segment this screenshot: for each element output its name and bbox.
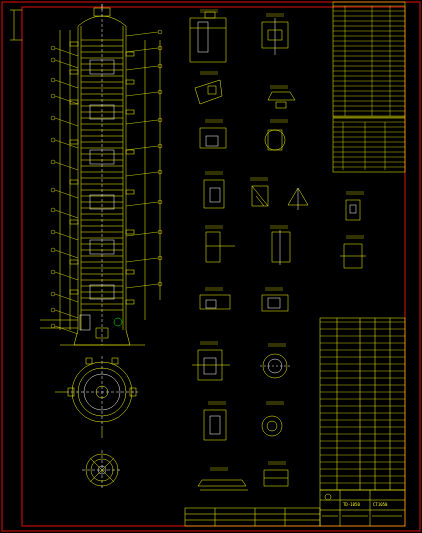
tray-section (89, 284, 115, 300)
balloon-left (50, 115, 56, 121)
leader-line-left (54, 47, 79, 57)
nozzle-left (69, 139, 79, 145)
drawing-code: TD-1050 (343, 502, 360, 507)
balloon-right (157, 29, 163, 35)
nozzle-left (69, 179, 79, 185)
bottom-plan-view (82, 450, 122, 490)
nozzle-left (69, 69, 79, 75)
balloon-left (50, 137, 56, 143)
balloon-left (50, 57, 56, 63)
leader-line-right (125, 231, 159, 237)
leader-line-left (54, 271, 79, 281)
balloon-right (157, 281, 163, 287)
balloon-right (157, 169, 163, 175)
leader-line-left (54, 293, 79, 303)
nozzle-left (69, 99, 79, 105)
nozzle-right (125, 189, 135, 195)
leader-line-left (54, 79, 79, 89)
balloon-left (50, 323, 56, 329)
balloon-left (50, 159, 56, 165)
leader-line-left (54, 209, 79, 219)
nozzle-right (125, 149, 135, 155)
leader-line-right (125, 119, 159, 125)
balloon-right (157, 199, 163, 205)
leader-line-left (54, 309, 79, 319)
tray-section (89, 239, 115, 255)
leader-line-right (125, 171, 159, 177)
nozzle-right (125, 51, 135, 57)
table-mid-rows (333, 121, 405, 170)
nozzle-left (69, 219, 79, 225)
balloon-left (50, 291, 56, 297)
nozzle-right (125, 299, 135, 305)
detail-views (189, 11, 366, 491)
balloon-left (50, 187, 56, 193)
balloon-right (157, 229, 163, 235)
leader-line-left (54, 231, 79, 241)
balloon-right (157, 143, 163, 149)
balloon-right (157, 255, 163, 261)
nozzle-rows (320, 321, 405, 484)
left-margin-marks (10, 9, 22, 41)
leader-line-left (54, 161, 79, 171)
balloon-left (50, 229, 56, 235)
detail-labels (200, 9, 364, 471)
leader-line-right (125, 283, 159, 289)
column-skirt (40, 314, 145, 346)
leader-line-left (54, 117, 79, 127)
tray-lines (81, 39, 123, 311)
bottom-label: CT1050 (373, 502, 388, 507)
balloon-right (157, 63, 163, 69)
nozzle-left (69, 289, 79, 295)
leader-line-left (54, 59, 79, 69)
balloon-right (157, 45, 163, 51)
nozzle-marks (69, 41, 135, 305)
leader-line-left (54, 139, 79, 149)
tray-section (89, 59, 115, 75)
tray-section (89, 104, 115, 120)
leader-line-right (125, 145, 159, 151)
tray-section (89, 149, 115, 165)
balloon-left (50, 207, 56, 213)
technical-table-top (332, 1, 406, 118)
balloon-left (50, 269, 56, 275)
top-plan-view (55, 356, 138, 438)
title-block (319, 489, 406, 527)
balloon-left (50, 45, 56, 51)
technical-table-middle (332, 117, 406, 173)
nozzle-right (125, 269, 135, 275)
tray-section (89, 194, 115, 210)
leader-line-left (54, 189, 79, 199)
balloon-left (50, 247, 56, 253)
balloon-right (157, 117, 163, 123)
nozzle-left (69, 259, 79, 265)
leader-line-right (125, 201, 159, 207)
nozzle-left (69, 41, 79, 47)
balloon-right (157, 89, 163, 95)
revision-block (184, 507, 321, 527)
nozzle-table (319, 317, 406, 491)
leader-lines (50, 29, 163, 335)
leader-line-right (125, 47, 159, 53)
leader-line-left (54, 249, 79, 259)
leader-line-right (125, 91, 159, 97)
nozzle-right (125, 109, 135, 115)
leader-line-right (125, 31, 159, 37)
balloon-left (50, 93, 56, 99)
nozzle-right (125, 229, 135, 235)
table-top-rows (333, 5, 405, 117)
leader-line-right (125, 65, 159, 71)
leader-line-left (54, 95, 79, 105)
balloon-left (50, 307, 56, 313)
leader-line-right (125, 257, 159, 263)
balloon-left (50, 77, 56, 83)
leader-line-left (54, 325, 79, 335)
nozzle-right (125, 79, 135, 85)
